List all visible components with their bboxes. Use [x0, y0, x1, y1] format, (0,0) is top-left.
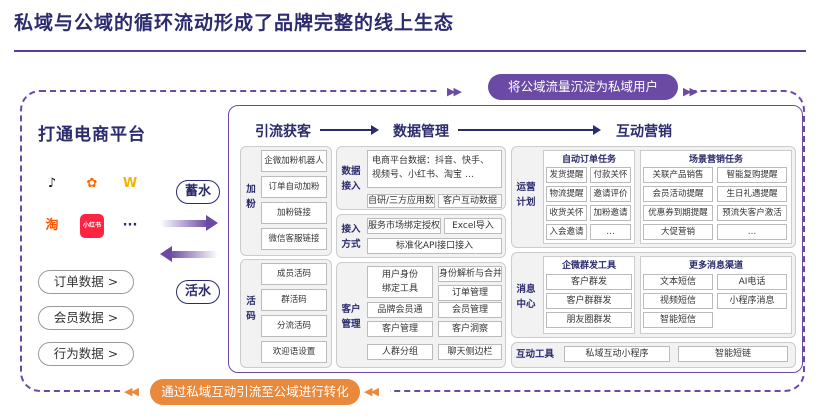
customer-mgmt-label: 客户 管理 [341, 304, 361, 330]
add-fans-item: 加粉链接 [261, 202, 327, 224]
more-icon: ··· [122, 218, 138, 233]
header-acquire: 引流获客 [255, 124, 311, 140]
customer-mgmt-item: 身份解析与合并 [438, 266, 502, 282]
activity-code-item: 成员活码 [261, 263, 327, 285]
access-method-label: 接入 方式 [341, 224, 361, 250]
main-panel [228, 105, 803, 373]
more-channel-item: 文本短信 [643, 274, 713, 290]
more-channel-item: 智能短信 [643, 312, 713, 328]
auto-order-item: 物流提醒 [546, 186, 587, 202]
scene-marketing-item: … [717, 224, 787, 240]
taobao-icon: 淘 [45, 218, 59, 233]
interaction-tools-label: 互动工具 [515, 349, 554, 360]
header-arrow-icon-2 [593, 125, 601, 135]
add-fans-item: 微信客服链接 [261, 228, 327, 250]
wecom-group-item: 客户群群发 [546, 293, 632, 309]
platform-data-box: 电商平台数据：抖音、快手、 视频号、小红书、淘宝 … [367, 150, 502, 188]
title-underline [14, 50, 806, 52]
right-arrowhead-icon [206, 215, 218, 231]
add-fans-item: 订单自动加粉 [261, 176, 327, 198]
scene-marketing-item: 预流失客户激活 [717, 205, 787, 221]
ops-plan-label: 运营 计划 [516, 182, 536, 208]
left-arrow-icon [170, 251, 218, 258]
top-chevrons-icon-2: ▶▶ [683, 85, 698, 98]
more-channel-item: 视频短信 [643, 293, 713, 309]
auto-order-item: 付款关怀 [590, 167, 631, 183]
top-pill: 将公域流量沉淀为私域用户 [488, 74, 678, 100]
customer-mgmt-item: 订单管理 [438, 285, 502, 301]
activity-code-item: 欢迎语设置 [261, 341, 327, 363]
scene-marketing-item: 大促营销 [643, 224, 713, 240]
message-center-label: 消息 中心 [516, 284, 536, 310]
bottom-chevrons-icon-2: ◀◀ [364, 385, 379, 398]
add-fans-item: 企微加粉机器人 [261, 150, 327, 172]
member-data-button[interactable]: 会员数据 > [38, 306, 134, 330]
bottom-chevrons-icon: ◀◀ [124, 385, 139, 398]
auto-order-item: 加粉邀请 [590, 205, 631, 221]
identity-bind-box: 用户身份 绑定工具 [367, 266, 433, 298]
add-fans-label: 加 粉 [246, 184, 256, 210]
header-arrow-icon [371, 125, 379, 135]
more-channel-item: 小程序消息 [717, 293, 787, 309]
interaction-data-box: 客户互动数据 [438, 194, 502, 208]
page-title: 私域与公域的循环流动形成了品牌完整的线上生态 [14, 12, 455, 34]
wecom-group-item: 朋友圈群发 [546, 312, 632, 328]
customer-mgmt-item: 聊天侧边栏 [438, 344, 502, 360]
customer-mgmt-item: 客户管理 [367, 321, 433, 337]
scene-marketing-item: 生日礼遇提醒 [717, 186, 787, 202]
bottom-pill: 通过私域互动引流至公域进行转化 [150, 379, 360, 405]
marketplace-auth-box: 服务市场绑定授权 [367, 218, 441, 234]
customer-mgmt-item: 客户洞察 [438, 321, 502, 337]
customer-mgmt-item: 品牌会员通 [367, 302, 433, 318]
activity-code-label: 活 码 [246, 296, 256, 322]
smart-link-box: 智能短链 [678, 346, 788, 362]
xiaohongshu-icon: 小红书 [80, 214, 104, 238]
douyin-icon: ♪ [47, 176, 57, 191]
excel-import-box: Excel导入 [444, 218, 502, 234]
ecommerce-title: 打通电商平台 [38, 125, 146, 145]
auto-order-item: … [590, 224, 631, 240]
scene-marketing-item: 关联产品销售 [643, 167, 713, 183]
top-chevrons-icon: ▶▶ [447, 85, 462, 98]
customer-mgmt-item: 会员管理 [438, 302, 502, 318]
customer-mgmt-item: 人群分组 [367, 344, 433, 360]
order-data-button[interactable]: 订单数据 > [38, 270, 134, 294]
activity-code-item: 群活码 [261, 289, 327, 311]
scene-marketing-title: 场景营销任务 [688, 155, 743, 165]
scene-marketing-item: 优惠券到期提醒 [643, 205, 713, 221]
left-arrowhead-icon [160, 246, 172, 262]
wecom-group-title: 企微群发工具 [561, 261, 616, 271]
behavior-data-button[interactable]: 行为数据 > [38, 342, 134, 366]
activity-code-item: 分流活码 [261, 315, 327, 337]
vipshop-icon: W [122, 176, 138, 191]
wecom-group-item: 客户群发 [546, 274, 632, 290]
right-arrow-icon [160, 220, 208, 227]
activate-water-badge: 活水 [176, 280, 220, 304]
cycle-loop [20, 90, 805, 392]
scene-marketing-item: 会员活动提醒 [643, 186, 713, 202]
header-marketing: 互动营销 [616, 124, 672, 140]
more-channels-title: 更多消息渠道 [688, 261, 743, 271]
auto-order-item: 发货提醒 [546, 167, 587, 183]
auto-order-item: 收货关怀 [546, 205, 587, 221]
auto-order-item: 入会邀请 [546, 224, 587, 240]
data-access-label: 数据 接入 [341, 166, 361, 192]
more-channel-item: AI电话 [717, 274, 787, 290]
auto-order-title: 自动订单任务 [561, 155, 616, 165]
api-access-box: 标准化API接口接入 [367, 238, 502, 254]
kuaishou-icon: ✿ [86, 176, 98, 191]
third-party-data-box: 自研/三方应用数据 [367, 194, 435, 208]
header-data: 数据管理 [393, 124, 449, 140]
mini-program-box: 私域互动小程序 [564, 346, 670, 362]
scene-marketing-item: 智能复购提醒 [717, 167, 787, 183]
store-water-badge: 蓄水 [176, 180, 220, 204]
auto-order-item: 邀请评价 [590, 186, 631, 202]
